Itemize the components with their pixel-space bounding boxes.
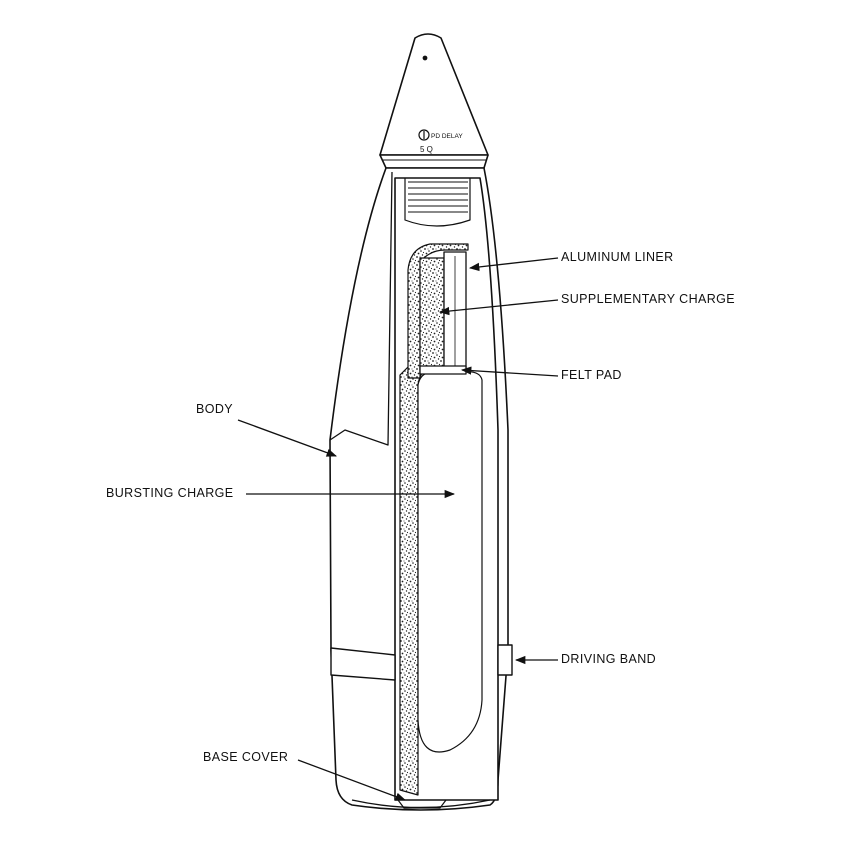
label-aluminum-liner: ALUMINUM LINER (561, 250, 674, 264)
base-cover-shape (351, 799, 491, 809)
bursting-charge-cavity (417, 371, 483, 753)
label-driving-band: DRIVING BAND (561, 652, 657, 666)
fuze-marking-top: PD DELAY (431, 133, 463, 140)
fuze (379, 33, 489, 169)
driving-band-shape (330, 644, 513, 681)
fuze-marking-bottom: 5 Q (420, 145, 433, 154)
leader-lines (237, 257, 559, 801)
label-base-cover: BASE COVER (203, 750, 289, 764)
supplementary-charge-assembly (407, 243, 469, 379)
label-felt-pad: FELT PAD (561, 368, 622, 382)
label-bursting-charge: BURSTING CHARGE (106, 486, 234, 500)
felt-pad-shape (419, 365, 467, 375)
label-body: BODY (196, 402, 234, 416)
label-supplementary-charge: SUPPLEMENTARY CHARGE (561, 292, 736, 306)
